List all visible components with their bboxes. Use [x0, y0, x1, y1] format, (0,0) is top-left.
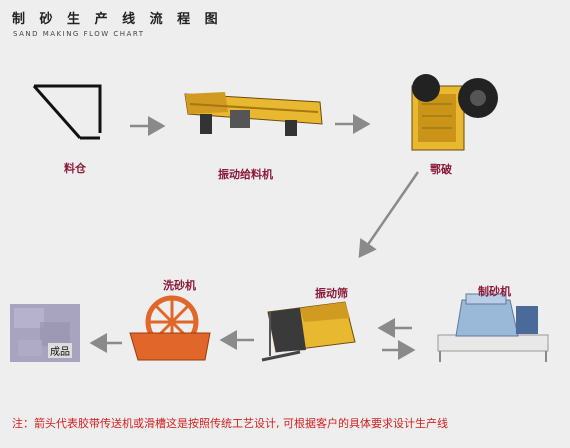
vibrating-feeder-icon	[184, 92, 323, 136]
page-title: 制 砂 生 产 线 流 程 图	[12, 12, 223, 27]
footnote: 注：箭头代表胶带传送机或滑槽这是按照传统工艺设计, 可根据客户的具体要求设计生产…	[12, 417, 448, 430]
washer-label: 洗砂机	[163, 279, 196, 292]
vibrating-screen-icon	[261, 301, 356, 362]
sand-making-machine-icon	[437, 293, 549, 362]
screen-label: 振动筛	[315, 287, 348, 300]
sand-maker-label: 制砂机	[478, 285, 511, 298]
product-label: 成品	[48, 343, 72, 358]
finished-product-image	[10, 304, 80, 362]
jaw-crusher-icon	[411, 74, 498, 151]
hopper-icon	[32, 84, 102, 140]
arrow-crusher-to-sand-maker	[358, 171, 420, 259]
hopper-label: 料仓	[64, 162, 86, 175]
page-subtitle: SAND MAKING FLOW CHART	[13, 30, 145, 38]
sand-washing-machine-icon	[129, 295, 211, 361]
jaw-crusher-label: 鄂破	[430, 163, 452, 176]
feeder-label: 振动给料机	[218, 168, 273, 181]
